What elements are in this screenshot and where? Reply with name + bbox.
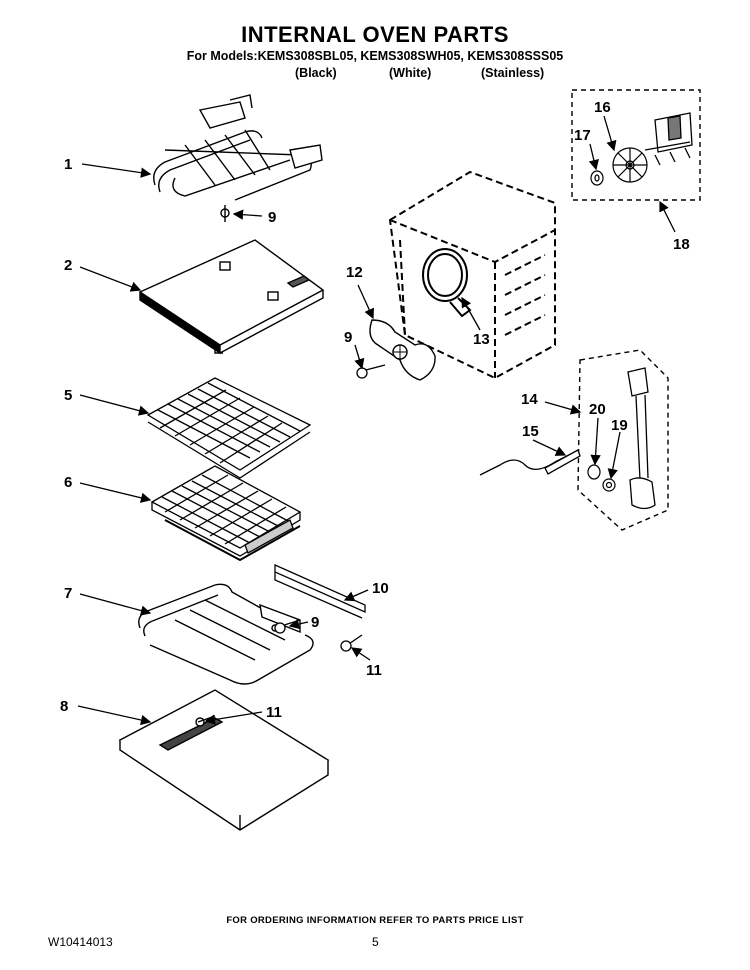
fan-motor-part[interactable] [644,112,693,166]
callout-10: 10 [372,580,389,597]
page-number: 5 [372,935,379,949]
callout-20: 20 [589,401,606,418]
fan-cover-part[interactable] [369,319,436,381]
bottom-cover-part[interactable] [118,689,330,831]
callout-18: 18 [673,236,690,253]
variant-stainless-label: (Stainless) [481,66,545,80]
fan-shroud-ring-part[interactable] [422,248,472,318]
variant-black-label: (Black) [295,66,337,80]
callout-8: 8 [60,698,68,715]
document-number: W10414013 [48,935,113,949]
callout-1: 1 [64,156,72,173]
fan-motor-assembly-box [571,89,701,201]
washer-19-part[interactable] [602,478,616,492]
model-list: For Models:KEMS308SBL05, KEMS308SWH05, K… [186,49,564,63]
page-title: INTERNAL OVEN PARTS [241,22,509,47]
callout-16: 16 [594,99,611,116]
baffle-plate-part[interactable] [138,239,325,355]
nut-20-part[interactable] [587,464,601,480]
ordering-note: FOR ORDERING INFORMATION REFER TO PARTS … [226,915,524,926]
callout-9-fan: 9 [344,329,352,346]
bake-element-part[interactable] [138,583,314,685]
sensor-assembly-box [577,349,669,531]
thermal-cutout-part[interactable] [627,367,656,510]
screw-11-bracket[interactable] [340,634,363,652]
broil-element-part[interactable] [153,94,323,222]
callout-5: 5 [64,387,72,404]
fan-nut-part[interactable] [590,170,604,186]
callout-6: 6 [64,474,72,491]
callout-11-cover: 11 [266,704,282,721]
callout-9-bake: 9 [311,614,319,631]
oven-rack-part[interactable] [146,377,312,479]
callout-15: 15 [522,423,539,440]
callout-12: 12 [346,264,363,281]
callout-14: 14 [521,391,538,408]
terminal-bar-part[interactable] [274,563,366,619]
callout-9-broil: 9 [268,209,276,226]
oven-cavity-outline [388,170,556,380]
callout-17: 17 [574,127,591,144]
leader-lines [77,115,676,726]
rollout-rack-part[interactable] [150,465,302,562]
callout-11-bracket: 11 [366,662,382,679]
callout-19: 19 [611,417,628,434]
callout-2: 2 [64,257,72,274]
temperature-probe-part[interactable] [479,449,581,476]
callout-13: 13 [473,331,490,348]
variant-white-label: (White) [389,66,432,80]
callout-7: 7 [64,585,72,602]
fan-blade-part[interactable] [612,147,648,183]
